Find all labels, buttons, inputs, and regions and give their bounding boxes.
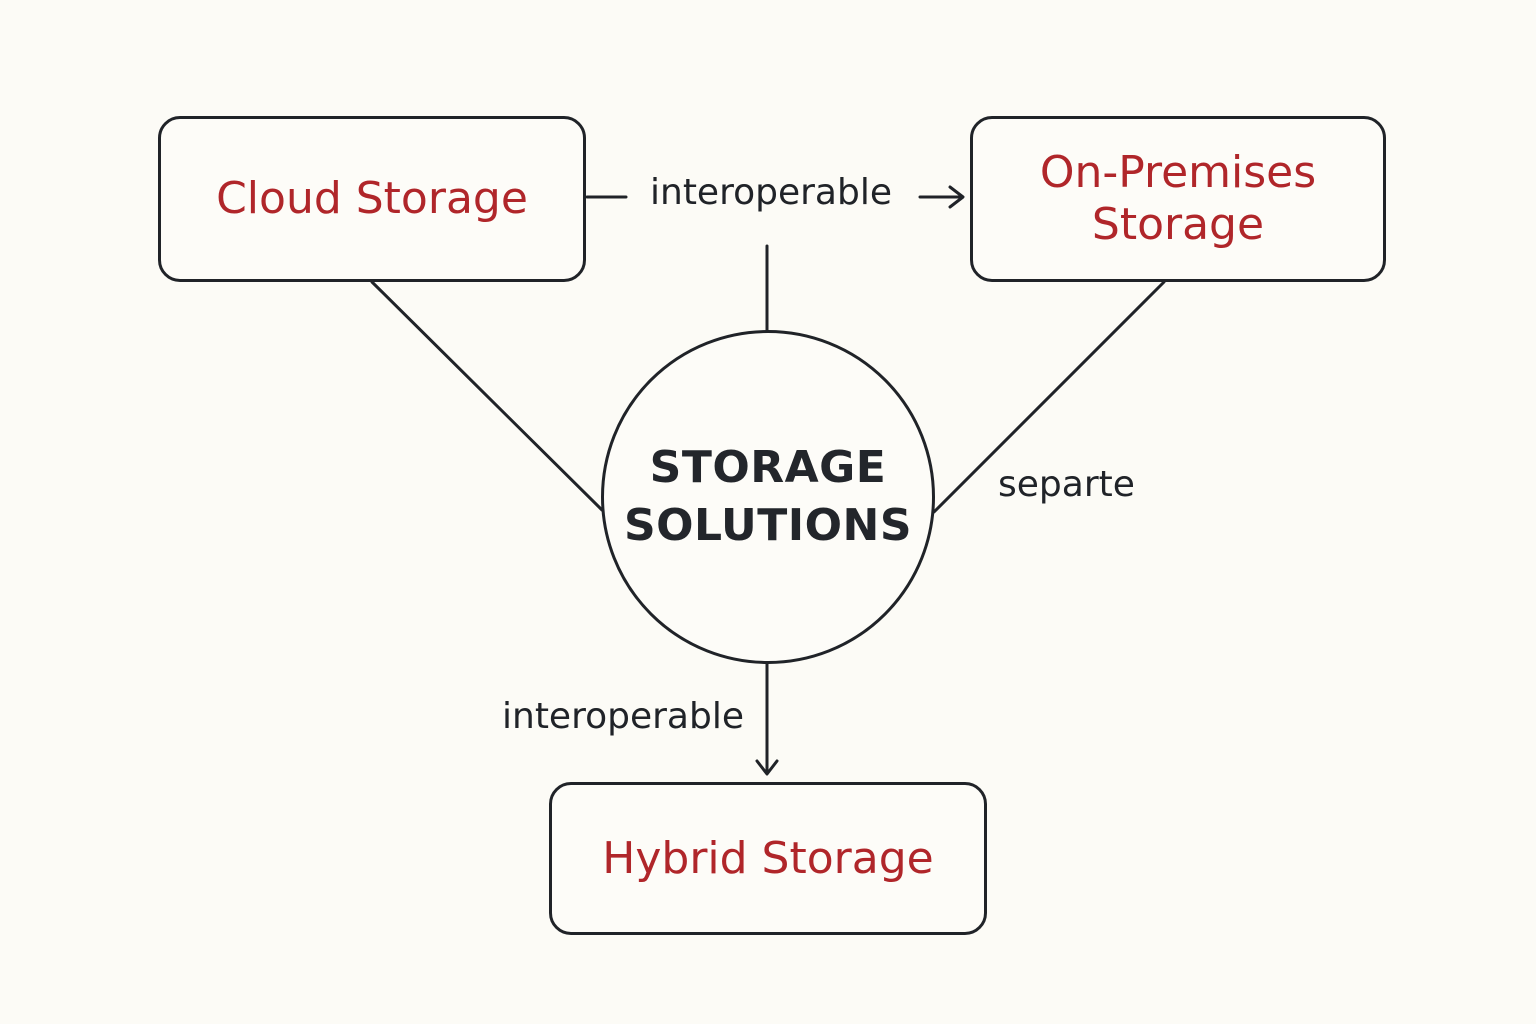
- cloud-storage-node: Cloud Storage: [158, 116, 586, 282]
- storage-solutions-hub: STORAGE SOLUTIONS: [601, 330, 935, 664]
- on-premises-storage-node: On-Premises Storage: [970, 116, 1386, 282]
- on-premises-storage-label: On-Premises Storage: [1039, 147, 1317, 250]
- edge-label-right: separte: [998, 464, 1135, 505]
- hybrid-storage-node: Hybrid Storage: [549, 782, 987, 935]
- storage-solutions-label: STORAGE SOLUTIONS: [623, 442, 913, 551]
- hybrid-storage-label: Hybrid Storage: [602, 832, 934, 884]
- edge-label-top: interoperable: [650, 172, 892, 213]
- connector-cloud-to-center: [370, 280, 604, 512]
- edge-label-bottom: interoperable: [502, 696, 744, 737]
- connector-onprem-to-center: [932, 280, 1166, 514]
- arrowhead-top-right: [948, 185, 965, 209]
- cloud-storage-label: Cloud Storage: [216, 173, 528, 224]
- arrowhead-bottom: [755, 759, 779, 776]
